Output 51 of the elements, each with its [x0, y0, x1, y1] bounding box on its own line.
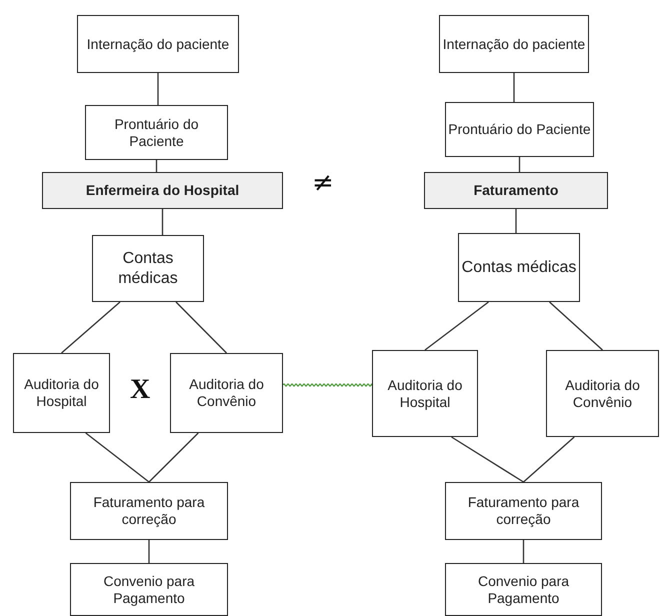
connector-line [522, 540, 524, 563]
box-text: Convenio para Pagamento [476, 572, 570, 606]
process-box [372, 350, 478, 437]
process-box [546, 350, 659, 437]
box-text: Internação do paciente [86, 36, 230, 52]
process-box [70, 563, 228, 616]
box-text: Prontuário do Paciente [113, 116, 200, 150]
box-text: Auditoria do Hospital [23, 376, 100, 410]
process-box [439, 15, 589, 73]
box-text: Enfermeira do Hospital [86, 182, 240, 199]
box-text: Contas médicas [117, 249, 179, 288]
connector-line [523, 436, 575, 482]
process-box [70, 482, 228, 540]
process-box [92, 235, 204, 302]
process-box [445, 482, 602, 540]
connector-line [424, 301, 489, 351]
connector-line [148, 540, 150, 563]
process-box [170, 353, 283, 433]
box-text: Faturamento para correção [466, 494, 580, 528]
process-box [13, 353, 110, 433]
connector-line [61, 302, 120, 354]
connector-line [518, 157, 520, 172]
box-text: Faturamento [474, 182, 558, 199]
process-box [445, 102, 594, 157]
connector-line [513, 73, 515, 102]
connector-line [549, 302, 603, 350]
box-text: Contas médicas [462, 258, 576, 278]
box-text: Auditoria do Hospital [386, 376, 464, 410]
box-text: Prontuário do Paciente [448, 121, 591, 138]
connector-line [451, 436, 524, 483]
process-box [445, 563, 602, 616]
box-text: Auditoria do Convênio [564, 376, 641, 410]
process-box [77, 15, 239, 73]
process-box [42, 172, 283, 209]
connector-line [515, 209, 517, 233]
box-text: Internação do paciente [442, 36, 586, 52]
process-box [424, 172, 608, 209]
connector-line [162, 209, 164, 235]
box-text: Convenio para Pagamento [102, 572, 196, 606]
connector-line [176, 302, 227, 354]
not-equal-sign: ≠ [312, 170, 334, 196]
connector-line [85, 432, 150, 483]
process-box [458, 233, 580, 302]
box-text: Faturamento para correção [92, 494, 206, 528]
process-box [85, 105, 228, 160]
connector-line [157, 73, 159, 105]
connector-line [148, 432, 199, 482]
versus-mark: X [130, 376, 150, 404]
connector-line [156, 160, 158, 172]
connector-line [282, 384, 374, 386]
box-text: Auditoria do Convênio [188, 376, 265, 410]
